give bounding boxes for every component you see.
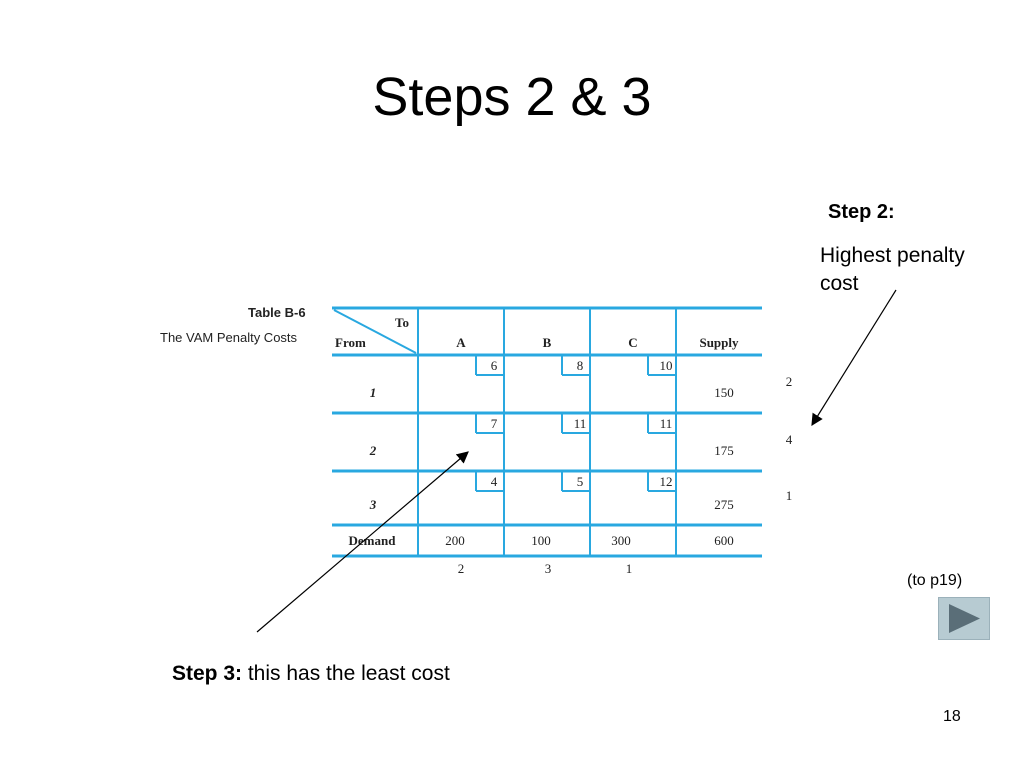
supply-value: 150 <box>714 385 734 400</box>
column-penalty: 1 <box>626 561 633 576</box>
demand-value: 300 <box>611 533 631 548</box>
next-page-link[interactable]: (to p19) <box>907 572 963 589</box>
supply-value: 175 <box>714 443 734 458</box>
corner-diagonal <box>333 309 417 354</box>
demand-value: 600 <box>714 533 734 548</box>
cost-value: 5 <box>577 474 584 489</box>
row-label-2: 2 <box>369 443 377 458</box>
step3-arrow <box>256 451 469 633</box>
row-penalty: 2 <box>786 374 793 389</box>
step2-arrow <box>811 289 897 427</box>
play-triangle-icon <box>949 604 980 633</box>
cost-value: 6 <box>491 358 498 373</box>
cost-value: 7 <box>491 416 498 431</box>
row-label-3: 3 <box>369 497 377 512</box>
step2-text-line1: Highest penalty <box>820 244 965 267</box>
row-penalty: 1 <box>786 488 793 503</box>
table-caption: The VAM Penalty Costs <box>160 330 298 345</box>
column-penalty: 2 <box>458 561 465 576</box>
table-grid <box>332 306 762 558</box>
next-slide-button[interactable] <box>938 597 990 640</box>
demand-value: 200 <box>445 533 465 548</box>
row-label-1: 1 <box>370 385 377 400</box>
step2-text-line2: cost <box>820 272 859 295</box>
column-header-c: C <box>628 335 637 350</box>
table-label: Table B-6 <box>248 305 306 320</box>
supply-value: 275 <box>714 497 734 512</box>
column-header-supply: Supply <box>699 335 739 350</box>
cost-value: 10 <box>660 358 673 373</box>
step3-heading: Step 3: <box>172 662 243 685</box>
column-penalty: 3 <box>545 561 552 576</box>
step3-text: this has the least cost <box>242 662 450 685</box>
corner-to-label: To <box>395 315 409 330</box>
demand-value: 100 <box>531 533 551 548</box>
step2-text: Highest penalty cost <box>820 242 1020 298</box>
cost-value: 11 <box>574 416 587 431</box>
step3-note: Step 3: this has the least cost <box>172 662 450 686</box>
annotation-arrows <box>256 289 897 633</box>
demand-label: Demand <box>349 533 397 548</box>
row-penalty: 4 <box>786 432 793 447</box>
column-header-a: A <box>456 335 466 350</box>
page-number: 18 <box>943 708 961 725</box>
cost-value: 12 <box>660 474 673 489</box>
cost-value: 8 <box>577 358 584 373</box>
corner-from-label: From <box>335 335 366 350</box>
cost-value: 11 <box>660 416 673 431</box>
slide-title: Steps 2 & 3 <box>372 67 652 127</box>
cost-value: 4 <box>491 474 498 489</box>
column-header-b: B <box>543 335 552 350</box>
step2-heading: Step 2: <box>828 201 895 223</box>
